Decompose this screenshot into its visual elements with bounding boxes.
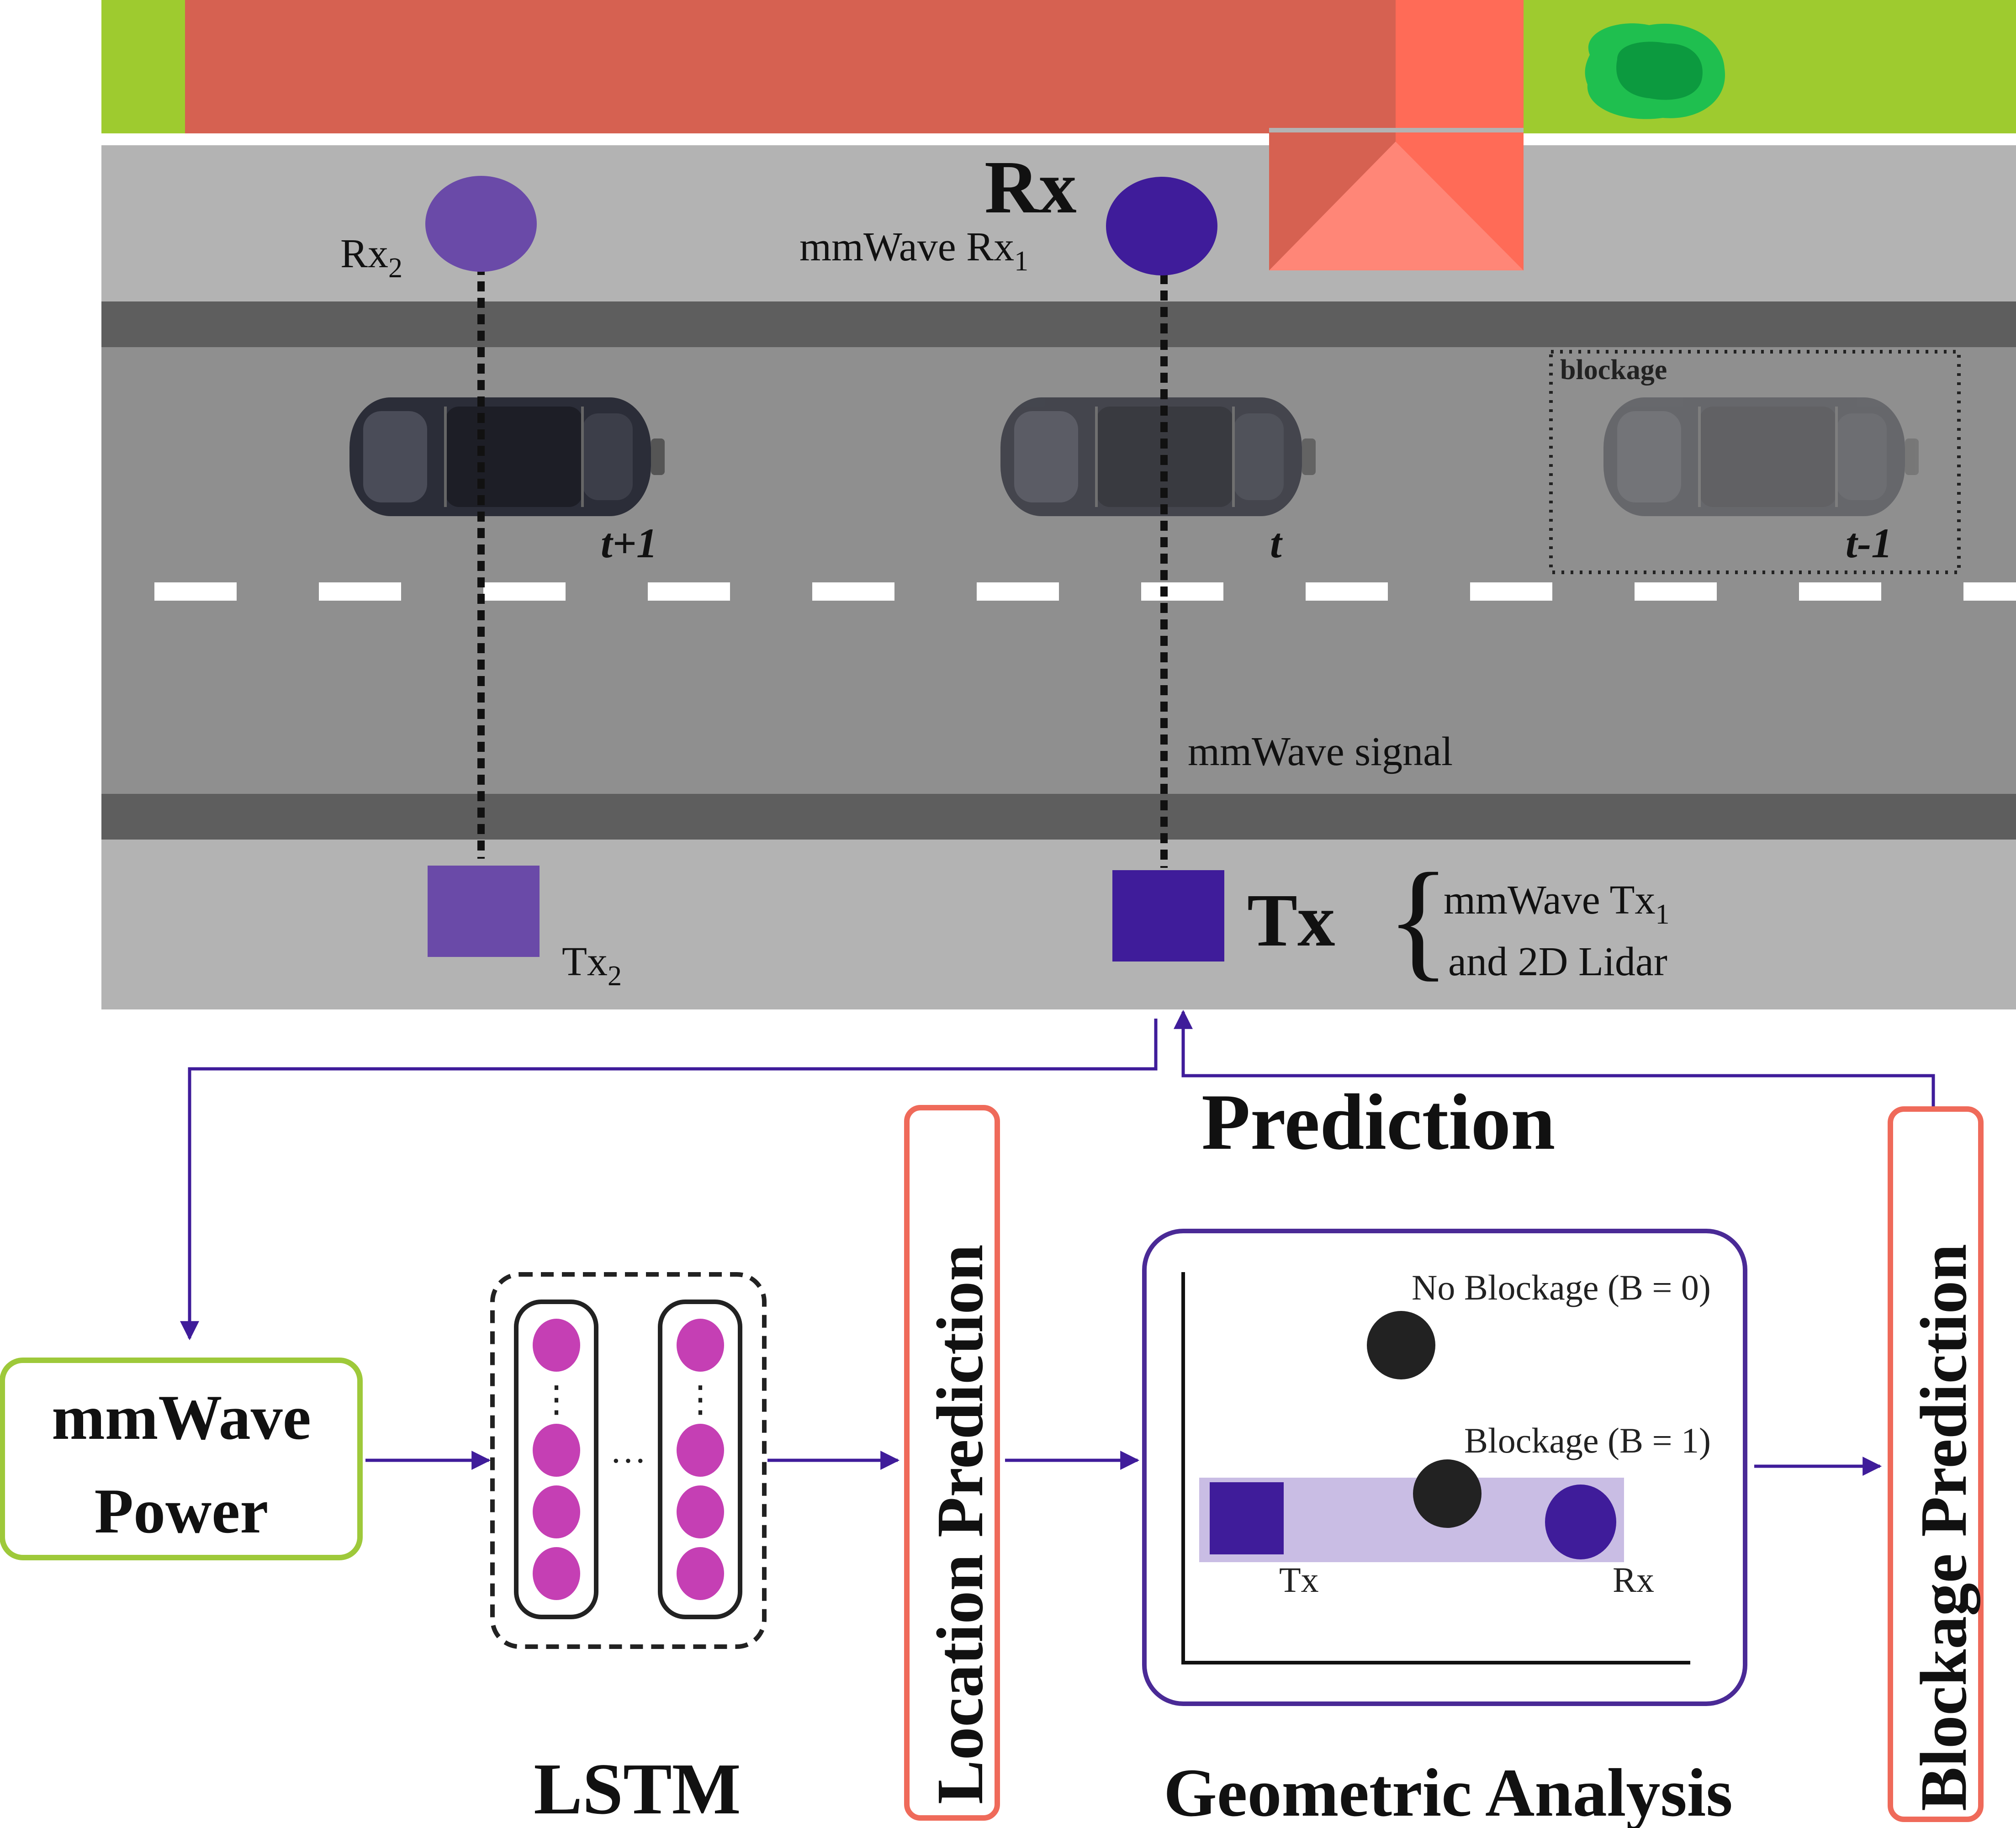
blockage-prediction-label: Blockage Prediction: [1907, 1244, 1980, 1811]
rx2-node: [425, 176, 537, 272]
time-label-t-plus-1: t+1: [601, 520, 657, 566]
rx-title: Rx: [984, 145, 1077, 229]
street-scene: blockage t+1 t t-1 Rx2 Rx mmWave Rx1 mmW…: [101, 0, 2016, 1009]
feedback-arrow-down: [180, 1019, 1158, 1341]
curb-top: [101, 301, 2016, 347]
lstm-node: [533, 1319, 580, 1372]
lstm-nodes: [533, 1319, 724, 1600]
lstm-node: [677, 1424, 724, 1477]
car-t-minus-1: [1603, 397, 1919, 516]
lstm-outer-box: [490, 1272, 767, 1649]
lane-dash: [483, 582, 566, 601]
tx1-node: [1112, 870, 1224, 962]
lstm-cell-1: [514, 1300, 598, 1619]
tx-brace: {: [1386, 846, 1450, 993]
signal-label: mmWave signal: [1188, 729, 1453, 774]
prediction-title: Prediction: [1201, 1078, 1555, 1166]
input-line2: Power: [95, 1476, 269, 1547]
lane-dash: [812, 582, 894, 601]
blockage-box: [1549, 350, 1961, 574]
blockage-label: blockage: [1560, 354, 1667, 386]
plot-rx-circle: [1545, 1485, 1616, 1559]
lstm-node: [677, 1485, 724, 1538]
location-prediction-box: [904, 1105, 1000, 1821]
feedback-arrow-up: [1174, 1009, 1935, 1115]
lane-dash: [154, 582, 237, 601]
lane-dash: [1141, 582, 1223, 601]
tx-title: Tx: [1247, 878, 1335, 962]
building-top: [185, 0, 1524, 133]
blockage-prediction-box: [1888, 1106, 1984, 1822]
sidewalk-top: [101, 145, 2016, 301]
rx2-label: Rx2: [340, 231, 402, 284]
lstm-vdots-n: ⋮: [682, 1379, 719, 1420]
lane-dash: [1635, 582, 1717, 601]
lstm-node: [533, 1424, 580, 1477]
car-t-plus-1: [349, 397, 665, 516]
plot-tx-square: [1210, 1482, 1284, 1554]
curb-bottom: [101, 794, 2016, 840]
input-line1: mmWave: [52, 1382, 311, 1453]
tx2-label: Tx2: [562, 939, 622, 992]
lane-dash: [1799, 582, 1881, 601]
plot-rx-label: Rx: [1613, 1560, 1654, 1600]
lane-dash: [1470, 582, 1552, 601]
lane-dash: [977, 582, 1059, 601]
lstm-node: [533, 1485, 580, 1538]
tx1-line1: mmWave Tx1: [1444, 877, 1670, 930]
lstm-node: [677, 1547, 724, 1600]
rx1-label: mmWave Rx1: [799, 224, 1028, 277]
pipeline: Prediction mmWave Power ⋮ ⋮ ··· LSTM Loc…: [0, 1009, 1984, 1828]
plot-axes: [1181, 1272, 1690, 1664]
lstm-hdots: ···: [610, 1441, 646, 1481]
rx1-node: [1106, 177, 1217, 275]
lstm-label: LSTM: [534, 1748, 741, 1828]
lane-divider: [154, 582, 2016, 601]
tx1-line2: and 2D Lidar: [1448, 939, 1667, 984]
no-blockage-point: [1367, 1311, 1435, 1379]
building-roof: [1269, 142, 1524, 270]
lane-dash: [1306, 582, 1388, 601]
location-prediction-label: Location Prediction: [924, 1244, 997, 1804]
lstm-vdots-1: ⋮: [538, 1379, 575, 1420]
no-blockage-label: No Blockage (B = 0): [1412, 1268, 1711, 1307]
lstm-node: [677, 1319, 724, 1372]
lane-dash: [648, 582, 730, 601]
blockage-point: [1413, 1459, 1482, 1528]
sidewalk-bottom: [101, 840, 2016, 1009]
lstm-cell-n: [658, 1300, 742, 1619]
tx2-node: [428, 866, 540, 957]
lane-dash: [1963, 582, 2016, 601]
time-label-t-minus-1: t-1: [1846, 520, 1892, 566]
car-t: [1000, 397, 1316, 516]
tree-icon: [1585, 23, 1725, 119]
lstm-node: [533, 1547, 580, 1600]
time-label-t: t: [1270, 520, 1283, 566]
geometric-label: Geometric Analysis: [1164, 1755, 1733, 1828]
plot-tx-label: Tx: [1279, 1560, 1319, 1600]
blockage-point-label: Blockage (B = 1): [1464, 1421, 1711, 1460]
lane-dash: [319, 582, 401, 601]
mmwave-power-box: [0, 1358, 363, 1560]
